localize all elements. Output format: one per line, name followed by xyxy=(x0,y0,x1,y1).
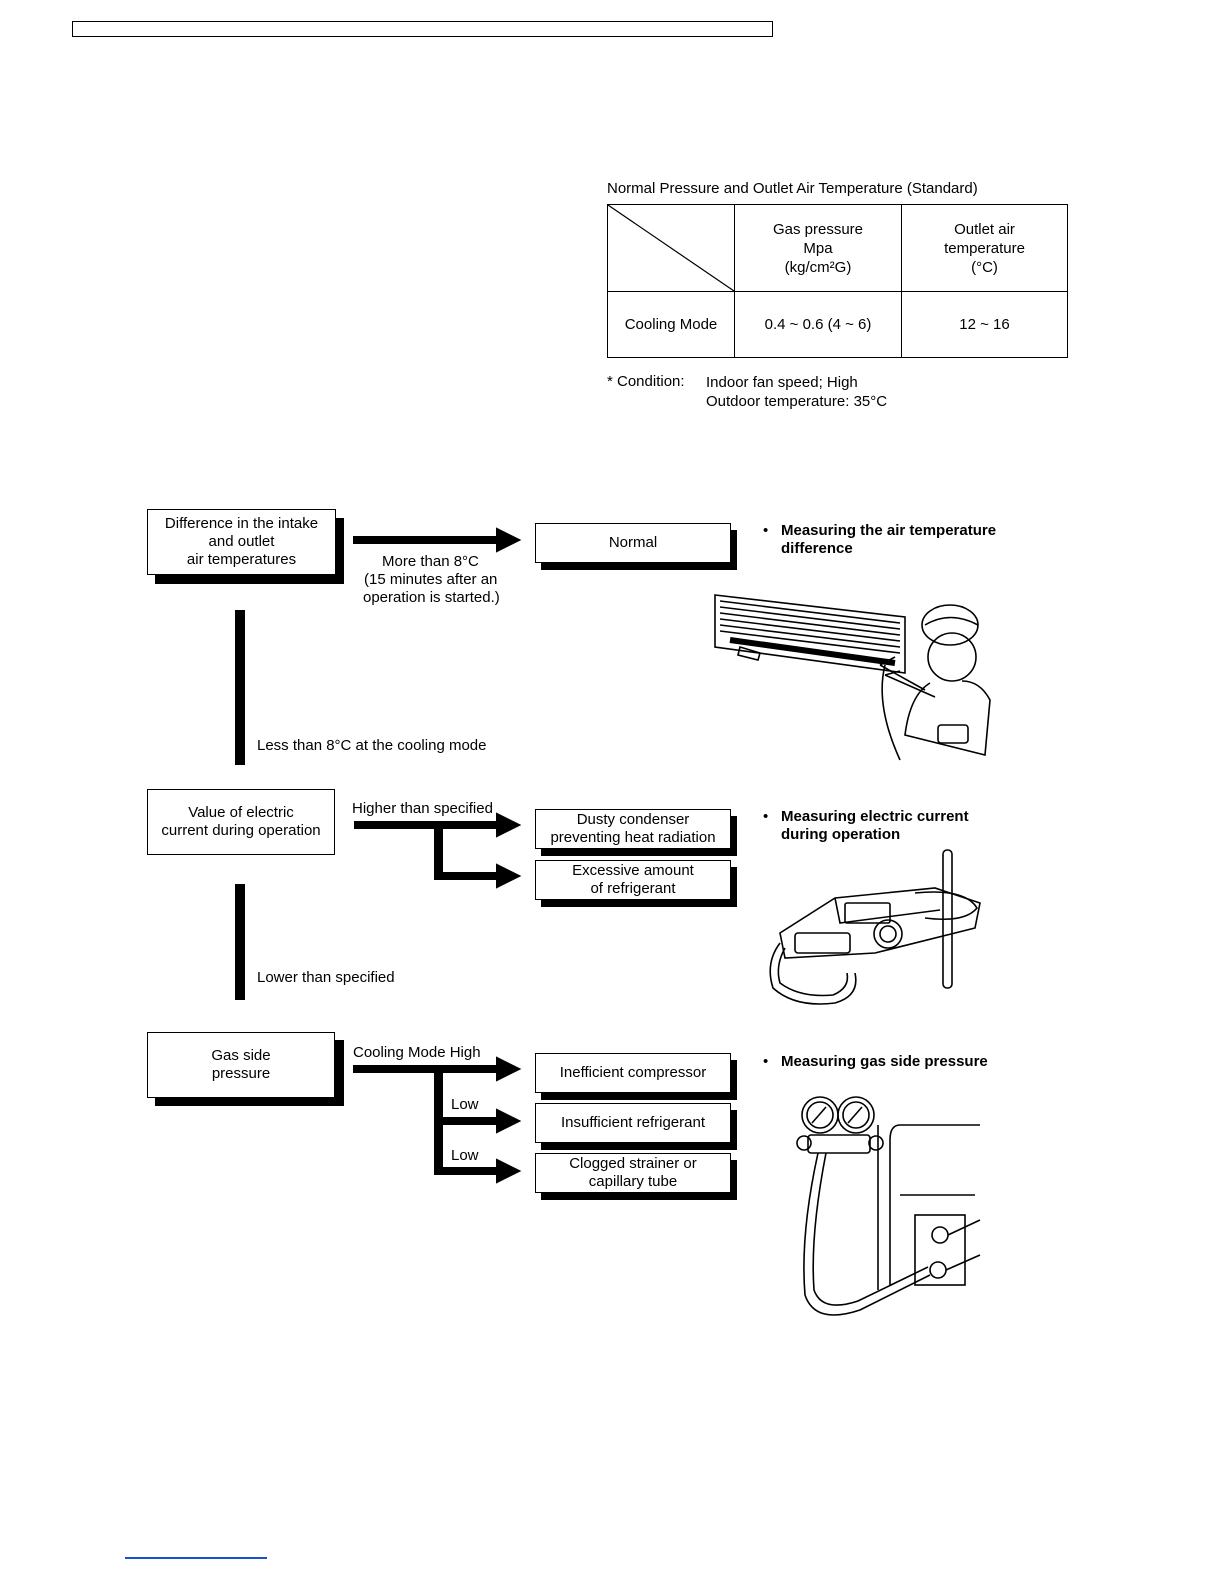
label-cooling-mode-high: Cooling Mode High xyxy=(353,1044,481,1061)
header-gas-line1: Gas pressure xyxy=(772,220,864,238)
branch-step2 xyxy=(434,825,443,877)
box1-line2: and outlet xyxy=(208,533,275,550)
header-outlet-line1: Outlet air xyxy=(954,220,1015,238)
note-electric-current: • Measuring electric current during oper… xyxy=(763,808,969,844)
table-caption: Normal Pressure and Outlet Air Temperatu… xyxy=(607,180,978,197)
branch-step3 xyxy=(434,1069,443,1172)
label-less-than-8: Less than 8°C at the cooling mode xyxy=(257,737,487,754)
note1-line1: Measuring the air temperature xyxy=(781,522,997,539)
note3-line1: Measuring gas side pressure xyxy=(781,1053,988,1070)
header-outlet-temp: Outlet air temperature (°C) xyxy=(901,204,1068,292)
label-low-1: Low xyxy=(451,1096,479,1113)
label-higher-than-specified: Higher than specified xyxy=(352,800,493,817)
footer-link-underline[interactable] xyxy=(125,1557,267,1559)
box-gas-side-pressure: Gas side pressure xyxy=(147,1032,335,1098)
gauge-manifold-illustration xyxy=(796,1096,981,1316)
label-operation-started: operation is started.) xyxy=(363,589,500,606)
bullet-dot: • xyxy=(763,1053,769,1070)
box-normal: Normal xyxy=(535,523,731,563)
note-air-temperature: • Measuring the air temperature differen… xyxy=(763,522,997,558)
condition-values: Indoor fan speed; High Outdoor temperatu… xyxy=(706,373,887,411)
label-lower-than-specified: Lower than specified xyxy=(257,969,395,986)
header-bar xyxy=(72,21,773,37)
header-gas-line3: (kg/cm²G) xyxy=(784,258,852,276)
header-gas-pressure: Gas pressure Mpa (kg/cm²G) xyxy=(734,204,902,292)
box2-line2: current during operation xyxy=(161,822,321,839)
header-outlet-line2: temperature xyxy=(944,239,1025,257)
condition-line2: Outdoor temperature: 35°C xyxy=(706,393,888,410)
excessive-line2: of refrigerant xyxy=(590,880,676,897)
box3-line2: pressure xyxy=(211,1065,271,1082)
label-15-minutes: (15 minutes after an xyxy=(364,571,498,588)
clamp-meter-illustration xyxy=(769,849,981,1005)
box1-line1: Difference in the intake xyxy=(164,515,319,532)
box-temp-difference: Difference in the intake and outlet air … xyxy=(147,509,336,575)
cell-gas: 0.4 ~ 0.6 (4 ~ 6) xyxy=(734,291,902,358)
box-excessive-refrigerant: Excessive amount of refrigerant xyxy=(535,860,731,900)
clogged-line2: capillary tube xyxy=(588,1173,678,1190)
down-line-1 xyxy=(235,610,245,765)
cell-mode: Cooling Mode xyxy=(607,291,735,358)
header-outlet-line3: (°C) xyxy=(971,258,998,276)
note1-line2: difference xyxy=(781,540,853,557)
table-row: Cooling Mode 0.4 ~ 0.6 (4 ~ 6) 12 ~ 16 xyxy=(607,291,1068,358)
box1-line3: air temperatures xyxy=(186,551,297,568)
header-gas-line2: Mpa xyxy=(803,239,833,257)
dusty-line2: preventing heat radiation xyxy=(550,829,716,846)
bullet-dot: • xyxy=(763,808,769,825)
box-inefficient-compressor: Inefficient compressor xyxy=(535,1053,731,1093)
label-low-2: Low xyxy=(451,1147,479,1164)
box-electric-current: Value of electric current during operati… xyxy=(147,789,335,855)
indoor-unit-technician-illustration xyxy=(714,594,991,761)
cell-outlet: 12 ~ 16 xyxy=(901,291,1068,358)
diagonal-line xyxy=(608,205,734,291)
standard-values-table: Gas pressure Mpa (kg/cm²G) Outlet air te… xyxy=(607,204,1068,358)
excessive-line1: Excessive amount xyxy=(572,862,694,879)
condition-label: * Condition: xyxy=(607,373,685,390)
box-dusty-condenser: Dusty condenser preventing heat radiatio… xyxy=(535,809,731,849)
box-clogged-strainer: Clogged strainer or capillary tube xyxy=(535,1153,731,1193)
box3-line1: Gas side xyxy=(211,1047,271,1064)
label-more-than-8: More than 8°C xyxy=(382,553,479,570)
bullet-dot: • xyxy=(763,522,769,539)
condition-line1: Indoor fan speed; High xyxy=(706,374,858,391)
down-line-2 xyxy=(235,884,245,1000)
table-corner-cell xyxy=(607,204,735,292)
clogged-line1: Clogged strainer or xyxy=(569,1155,697,1172)
note2-line2: during operation xyxy=(781,826,901,843)
note-gas-pressure: • Measuring gas side pressure xyxy=(763,1053,988,1071)
box2-line1: Value of electric xyxy=(188,804,294,821)
box-insufficient-refrigerant: Insufficient refrigerant xyxy=(535,1103,731,1143)
dusty-line1: Dusty condenser xyxy=(576,811,690,828)
note2-line1: Measuring electric current xyxy=(781,808,969,825)
